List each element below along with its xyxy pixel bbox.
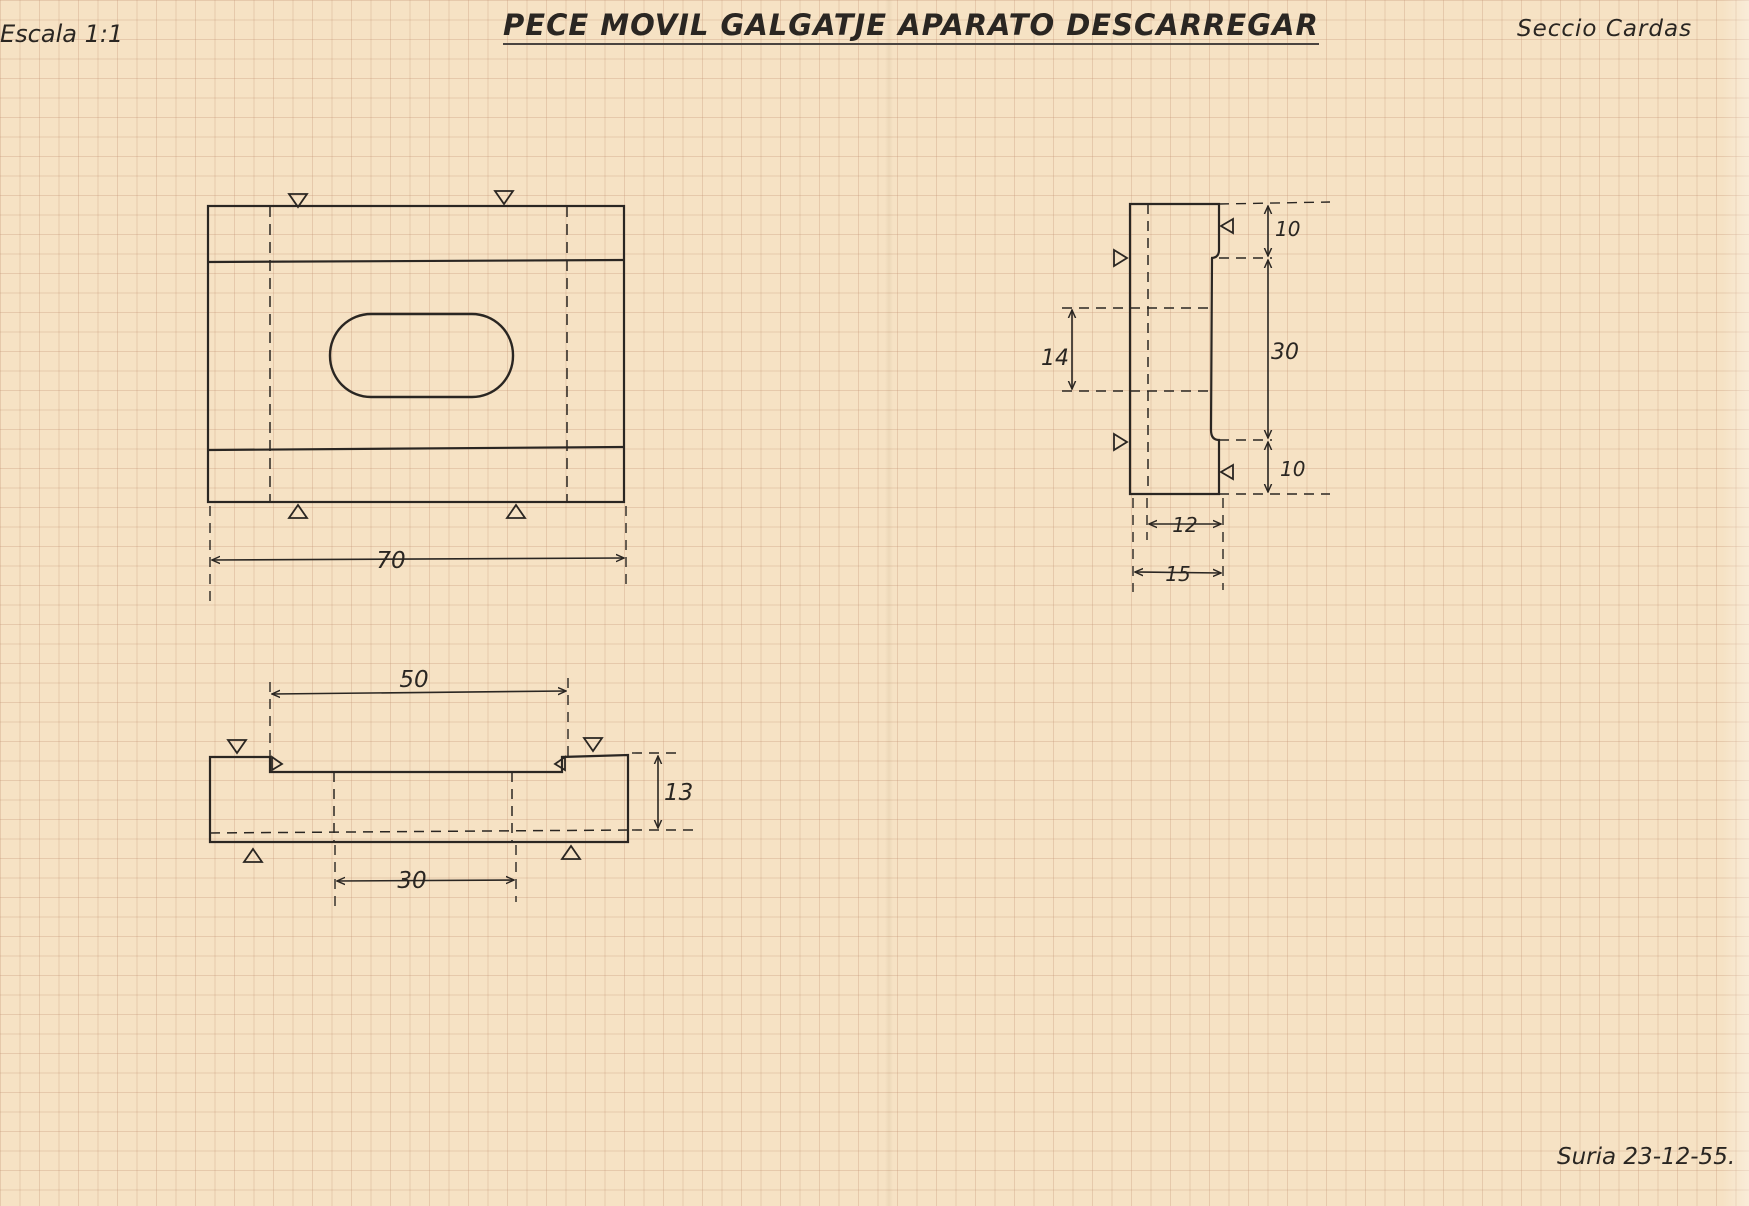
surface-finish-mark — [226, 739, 248, 755]
surface-finish-mark — [1219, 217, 1234, 235]
side-view — [1062, 201, 1331, 592]
front-view-outline — [206, 204, 626, 504]
surface-finish-mark — [242, 847, 264, 863]
bottom-view-outline — [208, 753, 630, 844]
place-date: Suria 23-12-55. — [1557, 1144, 1736, 1170]
paper-fold — [885, 0, 893, 1206]
front-view-upper-edge — [207, 258, 625, 264]
dim-bottom-height: 13 — [664, 780, 693, 806]
surface-finish-mark — [271, 755, 284, 772]
surface-finish-mark — [287, 503, 309, 519]
front-view-lower-edge — [207, 445, 625, 452]
dim-side-middle: 30 — [1271, 340, 1299, 365]
front-view — [206, 190, 627, 605]
dimension-line-total-width — [1135, 572, 1221, 573]
dimension-line-50 — [272, 691, 566, 694]
surface-finish-mark — [1219, 463, 1234, 481]
bottom-view — [208, 678, 696, 912]
surface-finish-mark — [1113, 248, 1129, 268]
dim-side-bottom: 10 — [1280, 457, 1305, 481]
dim-bottom-upper-span: 50 — [399, 667, 428, 693]
dim-top-width: 70 — [376, 548, 405, 574]
dim-side-total-width: 15 — [1165, 562, 1190, 586]
side-view-outline — [1128, 202, 1221, 496]
surface-finish-mark — [287, 193, 309, 209]
surface-finish-mark — [553, 755, 566, 772]
dimension-line-width — [212, 558, 624, 560]
paper-edge — [1722, 0, 1749, 1206]
dim-side-top: 10 — [1275, 217, 1300, 241]
dim-side-inner-width: 12 — [1172, 513, 1197, 537]
bottom-view-hidden-line — [209, 829, 629, 834]
section-label: Seccio Cardas — [1517, 16, 1693, 42]
surface-finish-mark — [582, 737, 604, 753]
surface-finish-mark — [505, 503, 527, 519]
dim-bottom-lower-span: 30 — [397, 868, 426, 894]
surface-finish-mark — [493, 190, 515, 206]
surface-finish-mark — [560, 844, 582, 860]
oblong-slot — [328, 312, 515, 399]
surface-finish-mark — [1113, 432, 1129, 452]
dimension-line-30 — [337, 880, 514, 881]
dim-side-slot-height: 14 — [1041, 346, 1069, 371]
drawing-title: PECE MOVIL GALGATJE APARATO DESCARREGAR — [503, 8, 1319, 45]
scale-note: Escala 1:1 — [0, 20, 124, 48]
